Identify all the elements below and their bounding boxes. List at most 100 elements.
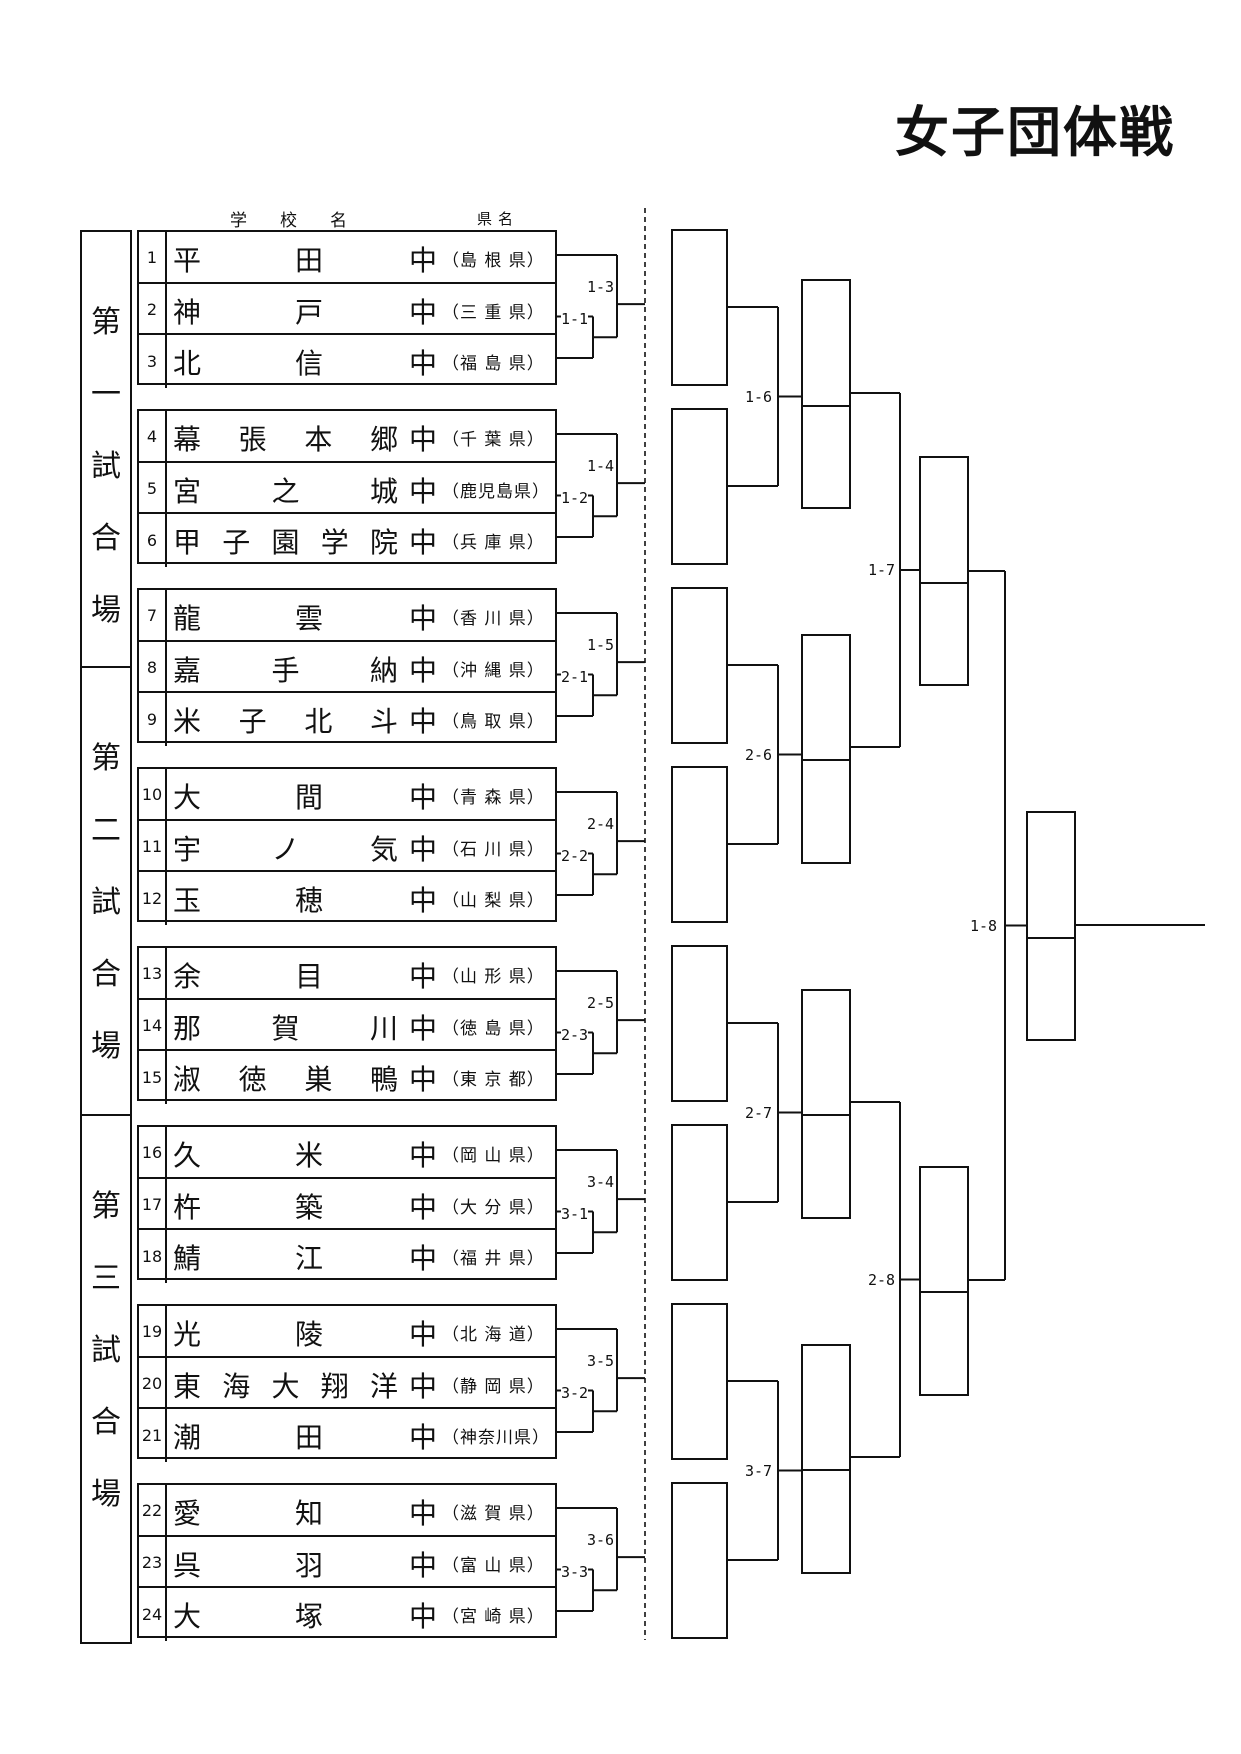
prefecture: （神奈川県） [442,1428,550,1448]
school-name-char: 築 [294,1190,323,1224]
prefecture: （富 山 県） [442,1555,545,1576]
venue-char: 場 [91,593,121,628]
school-name: 宮之城 [173,470,398,510]
school-name-char: 幕 [173,423,202,456]
school-suffix: 中 [409,295,438,329]
school-name: 余目 [173,955,323,995]
prefecture: （北 海 道） [442,1325,545,1345]
school-name-char: 余 [173,960,202,993]
prefecture: （岡 山 県） [442,1146,545,1166]
school-name-char: 目 [294,960,323,993]
group-winner-box [671,1124,728,1281]
school-name-char: 田 [294,1421,323,1454]
school-suffix: 中 [409,1242,438,1275]
group-winner-box [671,766,728,923]
school-name-char: 鴨 [369,1063,398,1096]
round1-box [801,279,851,509]
match-label: 1-5 [587,636,615,655]
venue-char: 試 [91,1333,121,1368]
match-label: 3-2 [561,1384,589,1403]
venue-2: 第二試合場 [80,666,132,1116]
school-name-char: 徳 [238,1063,267,1096]
match-label: 1-7 [868,561,896,579]
school-name: 嘉手納 [173,649,398,689]
team-number: 3 [139,335,167,388]
school-name-char: 雲 [294,602,323,635]
school-name-char: 江 [294,1242,323,1275]
school-suffix: 中 [409,526,438,559]
team-number: 21 [139,1409,167,1462]
school-name-char: 手 [271,653,300,687]
school-suffix: 中 [409,244,438,277]
team-number: 6 [139,514,167,567]
team-number: 10 [139,769,167,821]
venue-char: 合 [91,1405,121,1440]
school-name-char: 城 [369,474,398,508]
school-name-char: 張 [238,423,267,456]
venue-char: 第 [91,305,121,340]
match-label: 1-2 [561,489,589,508]
school-name-char: 巣 [304,1063,333,1096]
venue-char: 合 [91,957,121,992]
school-name-char: 子 [222,526,251,559]
group-winner-box [671,229,728,386]
school-name-char: 米 [294,1139,323,1172]
school-name-char: 大 [271,1369,300,1403]
venue-char: 場 [91,1029,121,1064]
round1-box [801,1344,851,1574]
team-number: 4 [139,411,167,463]
school-name: 幕張本郷 [173,418,398,458]
school-suffix: 中 [409,884,438,917]
school-suffix: 中 [409,1190,438,1224]
team-number: 20 [139,1357,167,1410]
match-label: 2-6 [745,745,773,764]
school-name-char: 米 [173,705,202,738]
school-suffix: 中 [409,1497,438,1530]
school-name-char: 学 [320,526,349,559]
school-name-char: 嘉 [173,653,202,687]
school-name-char: 気 [369,832,398,866]
school-name-char: 宮 [173,474,202,508]
team-number: 5 [139,462,167,515]
venue-char: 合 [91,521,121,556]
school-name: 愛知 [173,1492,323,1532]
team-number: 13 [139,948,167,1000]
school-suffix: 中 [409,1063,438,1096]
school-name: 玉穂 [173,879,323,919]
school-name: 杵築 [173,1186,323,1226]
school-name-char: 戸 [294,295,323,329]
venue-label: 第二試合場 [82,723,130,1083]
school-name: 那賀川 [173,1007,398,1047]
prefecture: （大 分 県） [442,1197,545,1218]
prefecture: （石 川 県） [442,839,545,860]
team-number: 11 [139,820,167,873]
school-name: 光陵 [173,1313,323,1353]
venue-char: 一 [91,377,121,412]
match-label: 2-8 [868,1270,896,1289]
school-name-char: 玉 [173,884,202,917]
school-name-char: 甲 [173,526,202,559]
school-name-char: 呉 [173,1548,202,1582]
school-name-char: 斗 [369,705,398,738]
school-name-char: 園 [271,526,300,559]
